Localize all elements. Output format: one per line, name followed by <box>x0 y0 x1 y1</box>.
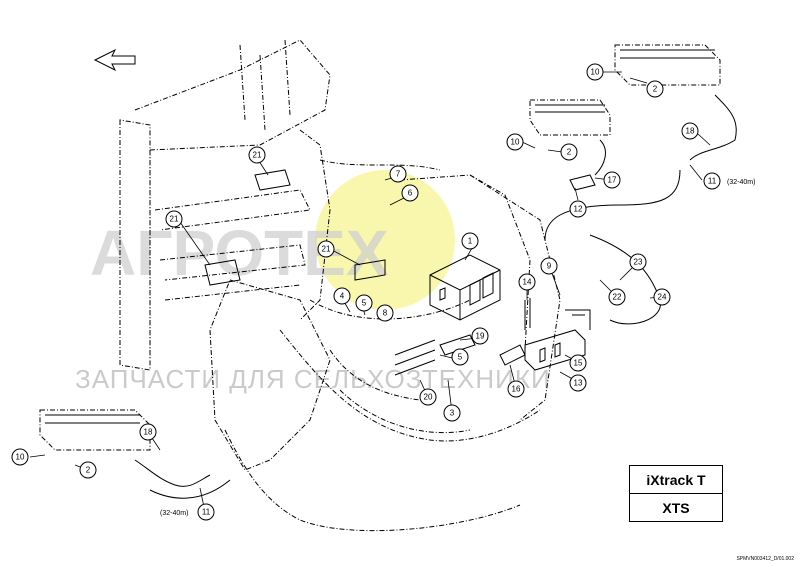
right-manifold <box>524 298 591 371</box>
svg-text:18: 18 <box>686 127 695 136</box>
callout-15[interactable]: 15 <box>569 354 587 372</box>
callout-4[interactable]: 4 <box>333 287 351 305</box>
callout-10-bottom-left[interactable]: 10 <box>11 448 29 466</box>
svg-text:5: 5 <box>458 353 463 362</box>
part-callouts: 10 2 10 2 18 11 (32-40m) 17 12 21 21 21 … <box>11 63 755 521</box>
callout-10-mid-right[interactable]: 10 <box>506 133 524 151</box>
svg-text:10: 10 <box>591 68 600 77</box>
callout-21-left[interactable]: 21 <box>165 210 183 228</box>
boom-section-top-right <box>529 44 737 325</box>
svg-text:4: 4 <box>340 292 345 301</box>
svg-text:8: 8 <box>383 309 388 318</box>
callout-2-mid-right[interactable]: 2 <box>560 143 578 161</box>
callout-24[interactable]: 24 <box>653 288 671 306</box>
svg-text:24: 24 <box>658 293 667 302</box>
callout-12[interactable]: 12 <box>569 200 587 218</box>
svg-text:2: 2 <box>653 85 658 94</box>
svg-text:14: 14 <box>523 278 532 287</box>
watermark: АГРОТЕХ ЗАПЧАСТИ ДЛЯ СЕЛЬХОЗТЕХНИКИ <box>75 170 551 394</box>
callout-2-top-right[interactable]: 2 <box>646 80 664 98</box>
electronic-modules <box>204 169 386 286</box>
boom-section-bottom-left <box>39 409 231 499</box>
svg-text:3: 3 <box>450 409 455 418</box>
callout-13[interactable]: 13 <box>569 374 587 392</box>
svg-text:10: 10 <box>511 138 520 147</box>
callout-19[interactable]: 19 <box>471 327 489 345</box>
svg-text:11: 11 <box>708 177 717 186</box>
callout-5-lower[interactable]: 5 <box>451 348 469 366</box>
callout-18-bottom-left[interactable]: 18 <box>139 423 157 441</box>
svg-text:10: 10 <box>16 453 25 462</box>
callout-20[interactable]: 20 <box>419 388 437 406</box>
svg-text:20: 20 <box>424 393 433 402</box>
svg-text:12: 12 <box>574 205 583 214</box>
range-label-left: (32-40m) <box>160 510 188 517</box>
callout-5-upper[interactable]: 5 <box>355 294 373 312</box>
svg-text:23: 23 <box>634 258 643 267</box>
watermark-logo-circle <box>315 170 455 310</box>
svg-text:13: 13 <box>574 379 583 388</box>
range-label-right: (32-40m) <box>727 179 755 186</box>
hydraulic-fittings <box>394 174 596 376</box>
svg-text:18: 18 <box>144 428 153 437</box>
callout-16[interactable]: 16 <box>507 380 525 398</box>
svg-text:21: 21 <box>322 245 331 254</box>
svg-text:6: 6 <box>408 189 413 198</box>
svg-text:11: 11 <box>202 508 211 517</box>
callout-23[interactable]: 23 <box>629 253 647 271</box>
callout-21-center[interactable]: 21 <box>317 240 335 258</box>
svg-text:16: 16 <box>512 385 521 394</box>
callout-1[interactable]: 1 <box>461 232 479 250</box>
svg-text:17: 17 <box>608 176 617 185</box>
model-label-xts: XTS <box>629 493 723 522</box>
svg-text:19: 19 <box>476 332 485 341</box>
callout-2-bottom-left[interactable]: 2 <box>79 461 97 479</box>
svg-text:15: 15 <box>574 359 583 368</box>
callout-14[interactable]: 14 <box>518 273 536 291</box>
callout-22[interactable]: 22 <box>608 288 626 306</box>
svg-text:1: 1 <box>468 237 473 246</box>
svg-text:5: 5 <box>362 299 367 308</box>
callout-9[interactable]: 9 <box>540 257 558 275</box>
model-label-ixtrack: iXtrack T <box>629 465 723 494</box>
svg-text:21: 21 <box>170 215 179 224</box>
callout-21-top[interactable]: 21 <box>248 146 266 164</box>
drawing-code: SPMVN003412_D/01.002 <box>736 556 794 562</box>
svg-text:9: 9 <box>547 262 552 271</box>
callout-10-top-right[interactable]: 10 <box>586 63 604 81</box>
callout-3[interactable]: 3 <box>443 404 461 422</box>
svg-text:7: 7 <box>396 170 401 179</box>
svg-text:22: 22 <box>613 293 622 302</box>
valve-block <box>429 254 501 321</box>
callout-8[interactable]: 8 <box>376 304 394 322</box>
svg-text:2: 2 <box>567 148 572 157</box>
svg-text:21: 21 <box>253 151 262 160</box>
direction-arrow-icon <box>93 48 136 72</box>
callout-11-top-right[interactable]: 11 <box>703 172 721 190</box>
callout-18-top-right[interactable]: 18 <box>681 122 699 140</box>
callout-6[interactable]: 6 <box>401 184 419 202</box>
callout-7[interactable]: 7 <box>389 165 407 183</box>
svg-text:2: 2 <box>86 466 91 475</box>
callout-17[interactable]: 17 <box>603 171 621 189</box>
watermark-tagline: ЗАПЧАСТИ ДЛЯ СЕЛЬХОЗТЕХНИКИ <box>75 364 551 394</box>
callout-11-bottom-left[interactable]: 11 <box>197 503 215 521</box>
